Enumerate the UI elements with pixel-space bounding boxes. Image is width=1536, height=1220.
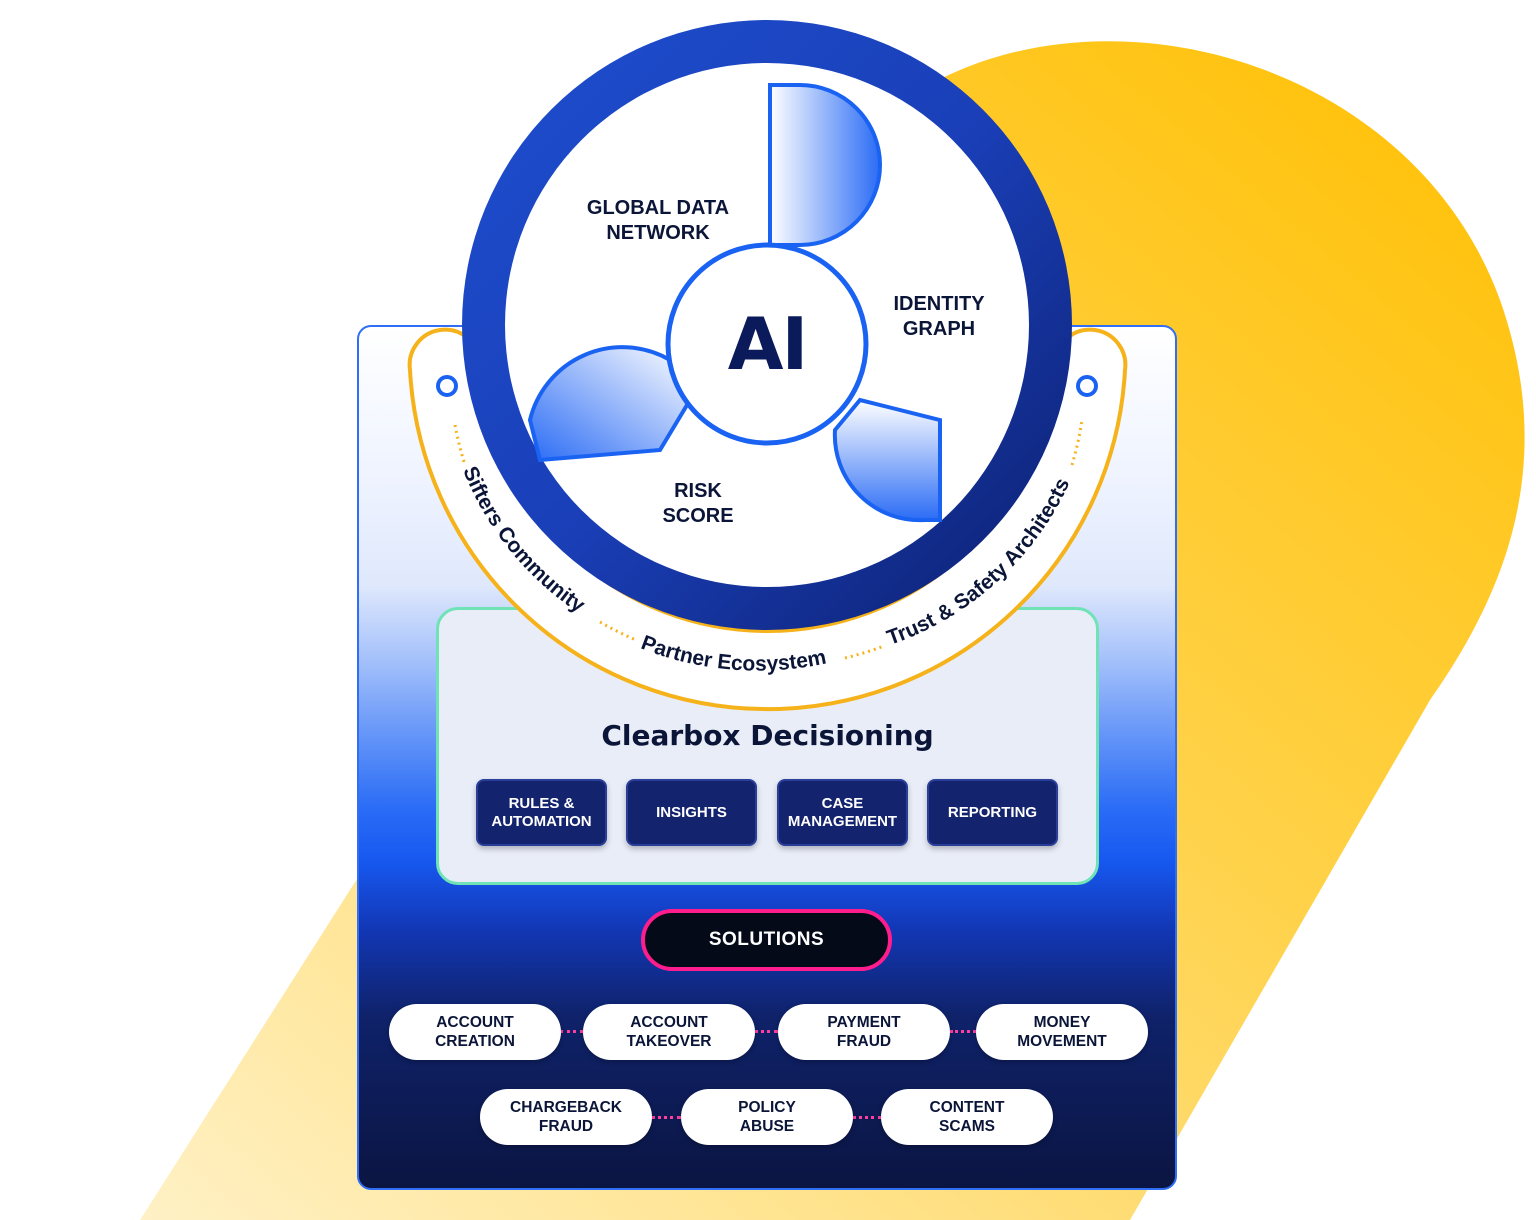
segment-risk-score: RISK SCORE [662, 480, 734, 527]
arc-endpoint-right-icon [1076, 375, 1098, 397]
arc-dotted-left [453, 424, 467, 466]
solution-account-creation[interactable]: ACCOUNT CREATION [389, 1004, 561, 1060]
tool-rules-automation-button[interactable]: RULES & AUTOMATION [476, 779, 607, 846]
segment-global-data-network: GLOBAL DATA NETWORK [586, 197, 730, 244]
solutions-button[interactable]: SOLUTIONS [641, 909, 892, 971]
solution-policy-abuse[interactable]: POLICY ABUSE [681, 1089, 853, 1145]
tool-case-management-button[interactable]: CASE MANAGEMENT [777, 779, 908, 846]
arc-dotted-mid-right [844, 644, 885, 660]
arc-dotted-mid-left [599, 620, 637, 642]
arc-dotted-right [1070, 419, 1084, 466]
solution-content-scams[interactable]: CONTENT SCAMS [881, 1089, 1053, 1145]
ai-center-circle [665, 242, 869, 446]
segment-identity-graph: IDENTITY GRAPH [893, 293, 985, 340]
solution-chargeback-fraud[interactable]: CHARGEBACK FRAUD [480, 1089, 652, 1145]
tool-insights-button[interactable]: INSIGHTS [626, 779, 757, 846]
link-row1-a [560, 1030, 583, 1033]
solution-money-movement[interactable]: MONEY MOVEMENT [976, 1004, 1148, 1060]
arc-endpoint-left-icon [436, 375, 458, 397]
link-row2-a [651, 1116, 681, 1119]
solution-payment-fraud[interactable]: PAYMENT FRAUD [778, 1004, 950, 1060]
link-row2-b [852, 1116, 882, 1119]
blob-identity-graph [832, 397, 942, 523]
blob-global-data [768, 83, 882, 247]
clearbox-decisioning-title: Clearbox Decisioning [601, 719, 934, 752]
link-row1-c [950, 1030, 976, 1033]
solution-account-takeover[interactable]: ACCOUNT TAKEOVER [583, 1004, 755, 1060]
link-row1-b [754, 1030, 778, 1033]
tool-reporting-button[interactable]: REPORTING [927, 779, 1058, 846]
ai-label: AI [727, 302, 809, 386]
